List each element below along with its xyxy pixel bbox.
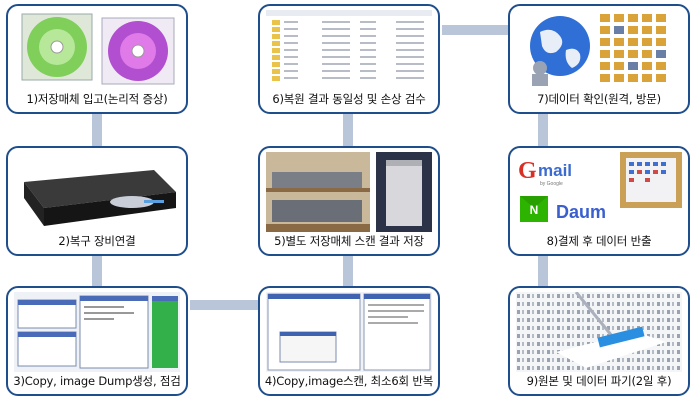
service-logos-image: G mail by Google N Daum [516, 152, 682, 232]
gmail-logo-g: G [518, 158, 537, 184]
data-erase-image [516, 292, 682, 372]
step-label-6: 6)복원 결과 동일성 및 손상 검수 [272, 92, 426, 106]
connector-7-8 [538, 112, 548, 148]
step-label-1: 1)저장매체 입고(논리적 증상) [26, 92, 168, 106]
step-label-8: 8)결제 후 데이터 반출 [546, 234, 652, 248]
step-card-9: 9)원본 및 데이터 파기(2일 후) [508, 286, 690, 396]
connector-8-9 [538, 256, 548, 286]
naver-logo: N [530, 203, 539, 217]
step-card-2: 2)복구 장비연결 [6, 146, 188, 256]
dump-software-screenshot [14, 292, 180, 372]
step-card-1: 1)저장매체 입고(논리적 증상) [6, 4, 188, 114]
step-label-3: 3)Copy, image Dump생성, 점검 [13, 374, 181, 388]
cd-cases-image [14, 10, 180, 90]
step-label-5: 5)별도 저장매체 스캔 결과 저장 [274, 234, 424, 248]
file-list-screenshot [266, 10, 432, 90]
step-card-5: 5)별도 저장매체 스캔 결과 저장 [258, 146, 440, 256]
step-label-9: 9)원본 및 데이터 파기(2일 후) [526, 374, 672, 388]
connector-6-7 [442, 25, 510, 35]
step-card-6: 6)복원 결과 동일성 및 손상 검수 [258, 4, 440, 114]
connector-1-2 [92, 112, 102, 148]
step-card-8: G mail by Google N Daum 8)결제 후 데이터 반출 [508, 146, 690, 256]
daum-logo: Daum [556, 202, 606, 222]
connector-3-4 [190, 300, 260, 310]
image-scan-screenshot [266, 292, 432, 372]
dvd-player-image [14, 152, 180, 232]
step-label-4: 4)Copy,image스캔, 최소6회 반복 [264, 374, 434, 388]
gmail-logo-by: by Google [540, 181, 563, 187]
connector-2-3 [92, 256, 102, 286]
step-label-2: 2)복구 장비연결 [58, 234, 136, 248]
step-card-4: 4)Copy,image스캔, 최소6회 반복 [258, 286, 440, 396]
globe-and-files-image [516, 10, 682, 90]
step-label-7: 7)데이터 확인(원격, 방문) [537, 92, 661, 106]
connector-4-5 [343, 256, 353, 286]
storage-media-photo [266, 152, 432, 232]
connector-5-6 [343, 112, 353, 148]
step-card-7: 7)데이터 확인(원격, 방문) [508, 4, 690, 114]
gmail-logo-rest: mail [538, 161, 572, 180]
step-card-3: 3)Copy, image Dump생성, 점검 [6, 286, 188, 396]
